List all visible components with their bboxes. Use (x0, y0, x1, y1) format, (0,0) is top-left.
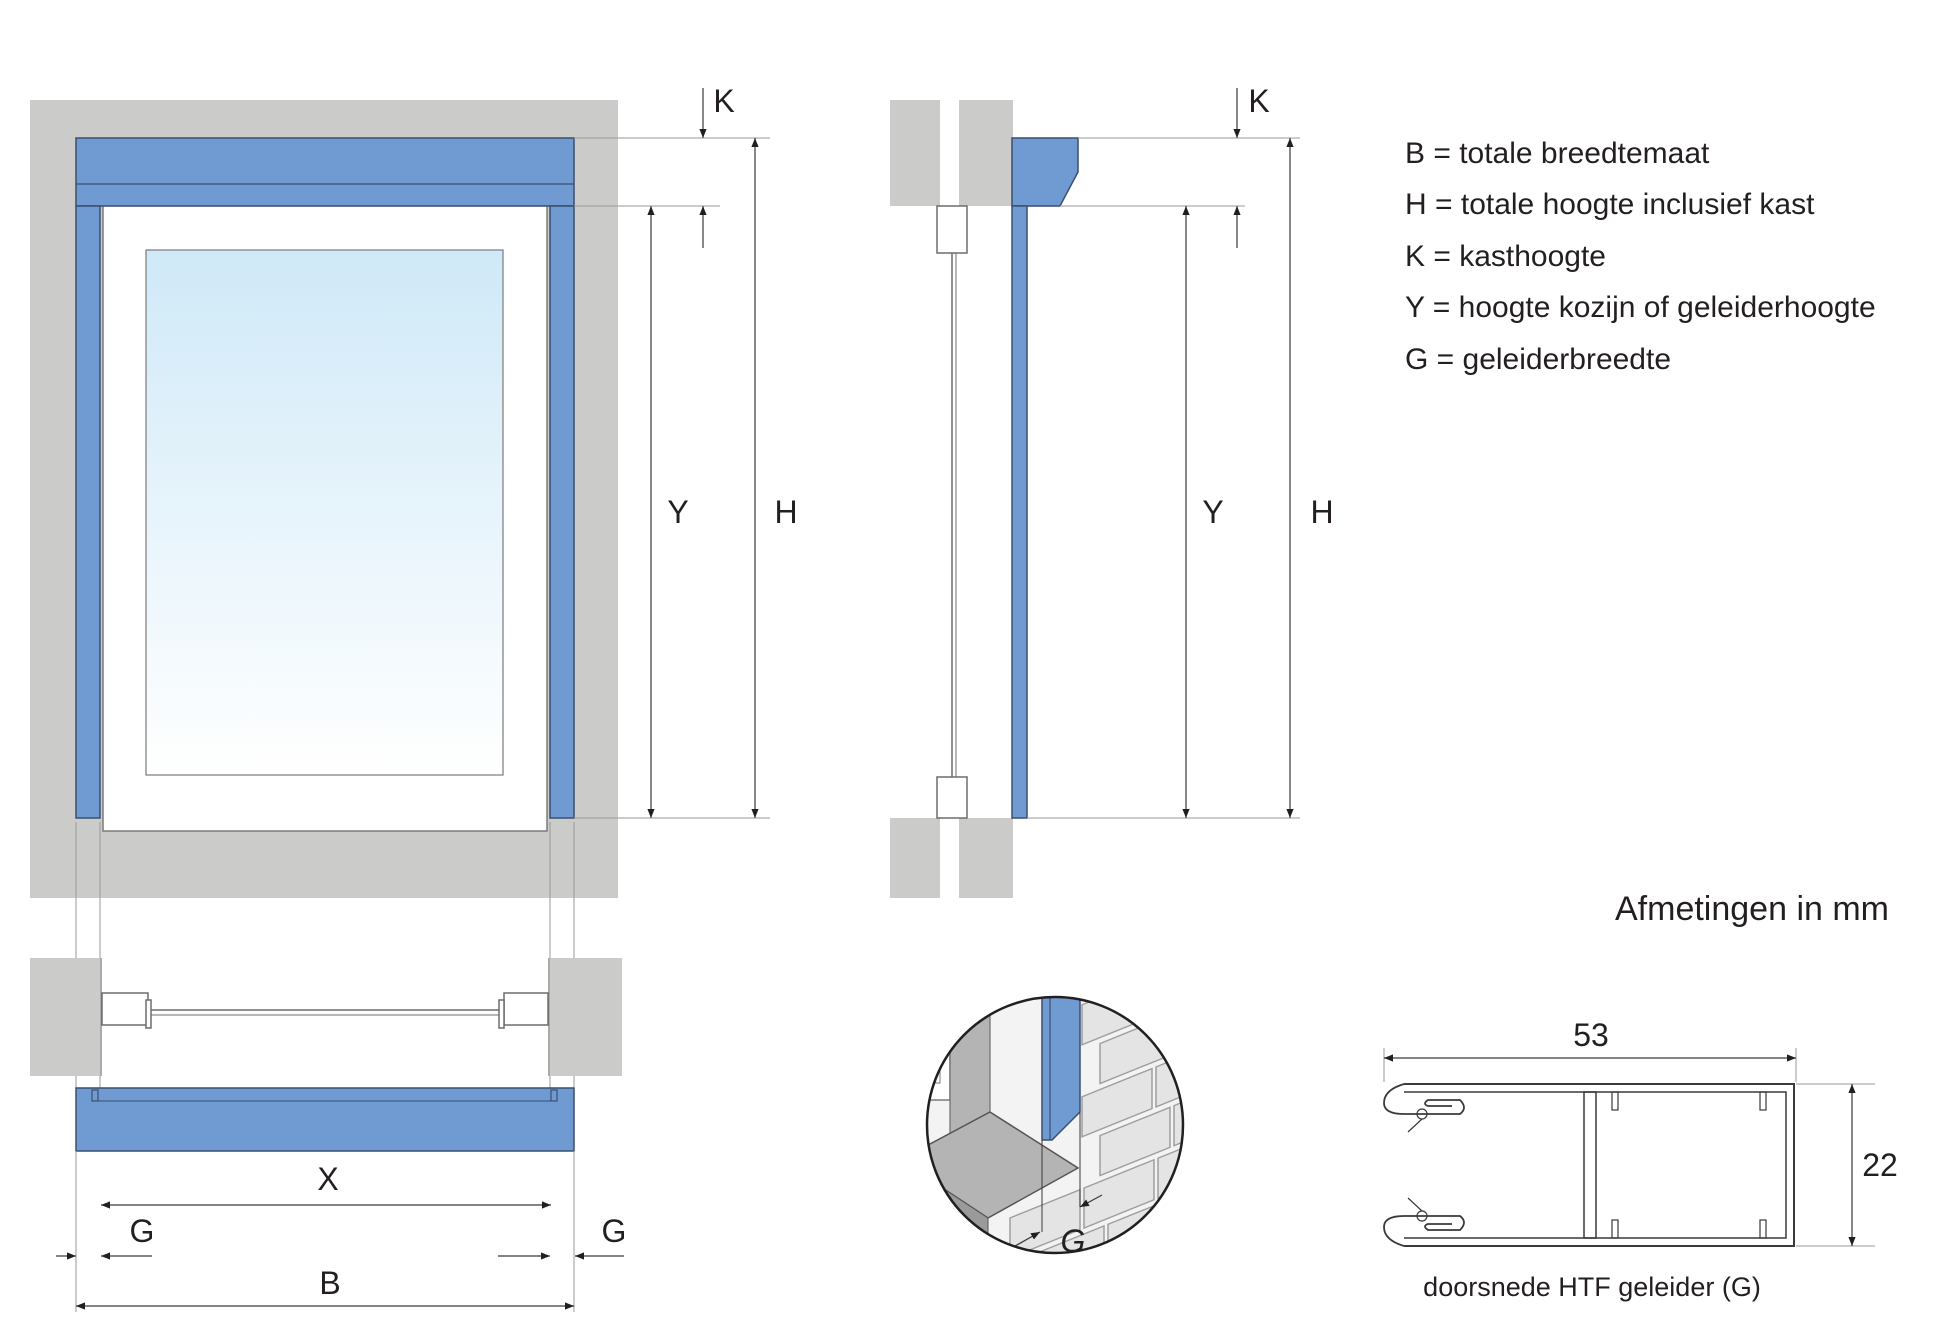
guide-profile: 53 22 doorsnede HTF geleider (G) (1383, 1017, 1898, 1302)
plan-wall-right (548, 958, 622, 1076)
front-h-label: H (774, 494, 797, 530)
side-frame-top (936, 205, 968, 254)
side-frame-bottom (936, 776, 968, 819)
shutter-box (75, 137, 575, 207)
detail-window-frame (927, 997, 951, 1101)
profile-slot (1611, 1091, 1619, 1111)
front-view: K Y H (30, 83, 798, 1090)
profile-outline (1404, 1083, 1795, 1247)
side-wall-bottom-outer (959, 818, 1013, 898)
legend-item: G = geleiderbreedte (1405, 343, 1671, 376)
profile-width-label: 53 (1573, 1017, 1609, 1053)
detail-g-arrow-right (1079, 1194, 1103, 1208)
plan-shutter-box (75, 1087, 575, 1152)
profile-slot (1759, 1091, 1767, 1111)
detail-guide-rail (1041, 997, 1081, 1141)
plan-b-label: B (319, 1265, 340, 1301)
detail-g-label: G (1061, 1223, 1086, 1259)
side-h-label: H (1310, 494, 1333, 530)
units-note: Afmetingen in mm (1615, 890, 1889, 928)
detail-window-glass (927, 997, 941, 1084)
legend-item: Y = hoogte kozijn of geleiderhoogte (1405, 291, 1876, 324)
profile-divider (1583, 1091, 1597, 1239)
plan-frame-left-lip (145, 999, 152, 1029)
window-glass (145, 249, 504, 776)
side-wall-bottom-inner (890, 818, 940, 898)
profile-brush-bottom-line (1407, 1197, 1423, 1212)
profile-caption: doorsnede HTF geleider (G) (1423, 1272, 1761, 1302)
side-wall-top-inner (890, 100, 940, 206)
plan-g-left-label: G (130, 1213, 155, 1249)
profile-clip-top (1383, 1083, 1465, 1115)
profile-brush-top-line (1407, 1118, 1423, 1133)
plan-frame-right (503, 992, 549, 1026)
plan-section: X G G B (30, 958, 626, 1312)
plan-g-right-label: G (602, 1213, 627, 1249)
legend: B = totale breedtemaat H = totale hoogte… (1405, 137, 1876, 376)
plan-box-end (91, 1089, 99, 1102)
plan-x-label: X (317, 1161, 338, 1197)
plan-box-end (550, 1089, 558, 1102)
guide-rail-left (75, 205, 101, 819)
side-section: K Y H (890, 83, 1334, 898)
side-shutter-box (1011, 137, 1079, 207)
front-y-label: Y (667, 494, 688, 530)
guide-rail-right (549, 205, 575, 819)
detail-circle (925, 995, 1185, 1255)
side-guide-rail (1011, 205, 1028, 819)
plan-frame-right-lip (498, 999, 505, 1029)
plan-frame-left (101, 992, 149, 1026)
legend-item: H = totale hoogte inclusief kast (1405, 188, 1815, 221)
legend-item: B = totale breedtemaat (1405, 137, 1710, 170)
plan-wall-left (30, 958, 102, 1076)
side-y-label: Y (1202, 494, 1223, 530)
profile-slot (1759, 1219, 1767, 1239)
profile-clip-bottom (1383, 1215, 1465, 1247)
profile-slot (1611, 1219, 1619, 1239)
legend-item: K = kasthoogte (1405, 240, 1606, 273)
installation-detail: G (925, 995, 1185, 1259)
profile-height-label: 22 (1862, 1147, 1898, 1183)
side-wall-top-outer (959, 100, 1013, 206)
front-k-label: K (713, 83, 734, 119)
side-k-label: K (1248, 83, 1269, 119)
